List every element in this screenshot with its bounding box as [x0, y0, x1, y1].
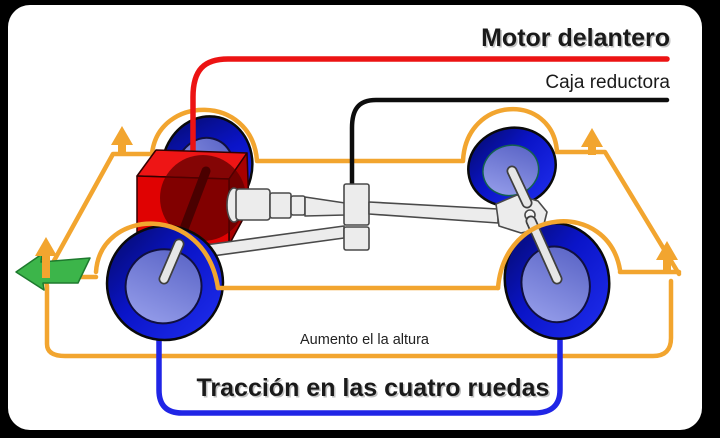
transfer-case-lower — [343, 226, 370, 251]
transfer-case-upper — [343, 183, 370, 226]
up-arrow-icon — [35, 237, 57, 278]
up-arrow-icon — [581, 128, 603, 155]
height-increase-label: Aumento el la altura — [300, 332, 429, 348]
engine-block — [136, 149, 250, 247]
up-arrow-icons — [111, 126, 678, 274]
shaft-taper — [304, 196, 346, 217]
reduction-gearbox-label: Caja reductora — [545, 72, 670, 93]
four-wheel-drive-label: Tracción en las cuatro ruedas — [196, 374, 550, 402]
traction-callout-line — [156, 333, 563, 416]
up-arrow-icon — [656, 241, 678, 274]
up-arrow-icon — [111, 126, 133, 154]
shaft-segment — [235, 188, 271, 221]
prop-shaft — [368, 201, 499, 224]
engine-flywheel — [160, 155, 246, 241]
rear-far-stub — [508, 167, 531, 207]
gearbox-callout-line — [349, 97, 670, 187]
drivetrain — [175, 165, 548, 262]
front-engine-label: Motor delantero — [481, 24, 670, 52]
engine-callout-line — [190, 56, 670, 154]
wheel-arches — [93, 219, 623, 291]
wheel-stubs — [158, 215, 563, 285]
shaft-segment — [269, 192, 292, 219]
shaft-segment — [290, 195, 306, 216]
